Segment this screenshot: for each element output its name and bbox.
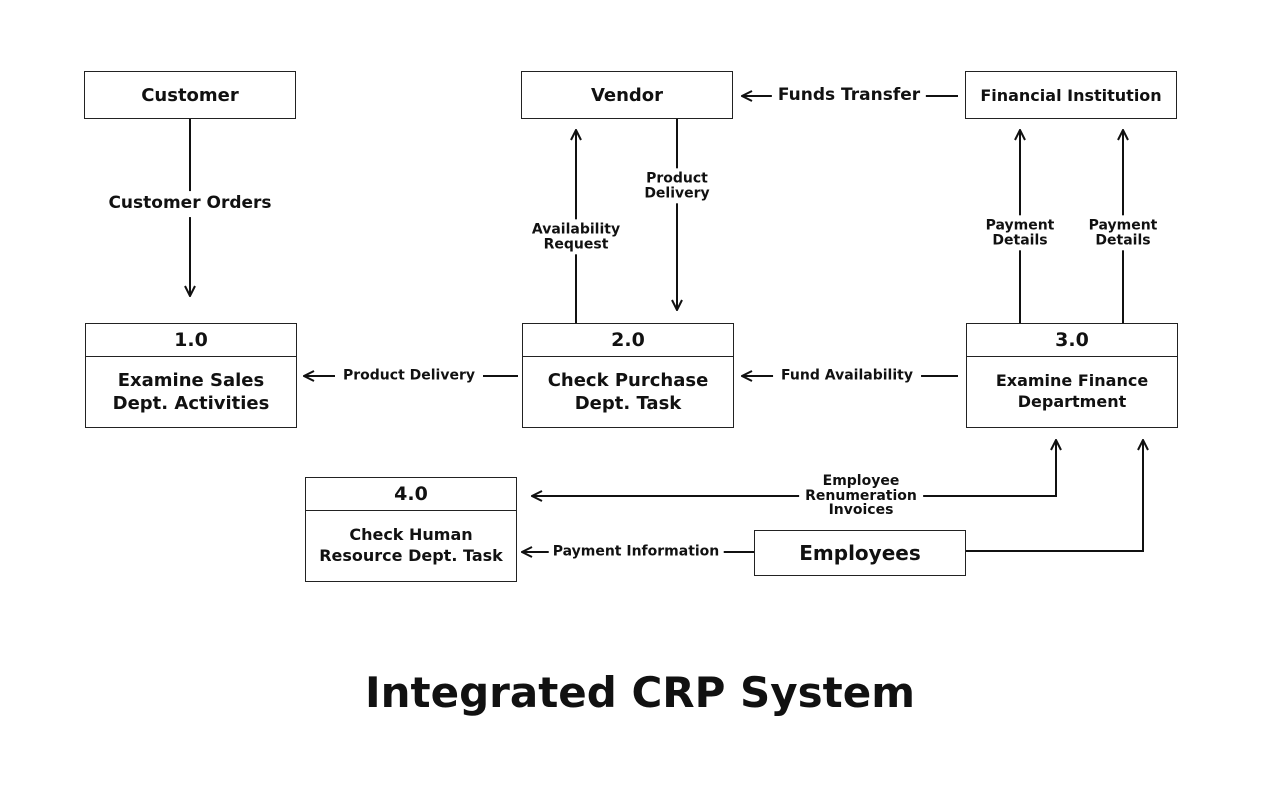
financial-institution-entity: Financial Institution (965, 71, 1177, 119)
funds-transfer-label: Funds Transfer (771, 85, 927, 107)
customer-label: Customer (141, 84, 239, 106)
process-1-name: Examine Sales Dept. Activities (112, 369, 270, 414)
employees-label: Employees (799, 541, 921, 565)
vendor-entity: Vendor (521, 71, 733, 119)
customer-orders-label: Customer Orders (105, 191, 275, 217)
process-2-number: 2.0 (523, 324, 733, 357)
process-3-name: Examine Finance Department (995, 371, 1149, 411)
diagram-title: Integrated CRP System (365, 668, 915, 717)
customer-entity: Customer (84, 71, 296, 119)
process-4-name: Check Human Resource Dept. Task (319, 525, 503, 565)
process-2: 2.0 Check Purchase Dept. Task (522, 323, 734, 428)
financial-institution-label: Financial Institution (980, 85, 1162, 105)
process-4: 4.0 Check Human Resource Dept. Task (305, 477, 517, 582)
product-delivery-label: Product Delivery (334, 366, 484, 386)
process-1-number: 1.0 (86, 324, 296, 357)
process-3: 3.0 Examine Finance Department (966, 323, 1178, 428)
process-1: 1.0 Examine Sales Dept. Activities (85, 323, 297, 428)
payment-information-label: Payment Information (548, 542, 724, 562)
employees-entity: Employees (754, 530, 966, 576)
fund-availability-label: Fund Availability (773, 366, 921, 386)
process-3-number: 3.0 (967, 324, 1177, 357)
process-2-name: Check Purchase Dept. Task (547, 369, 709, 414)
process-4-number: 4.0 (306, 478, 516, 511)
vendor-label: Vendor (590, 84, 664, 106)
employees-to-finance-flow (966, 440, 1143, 552)
